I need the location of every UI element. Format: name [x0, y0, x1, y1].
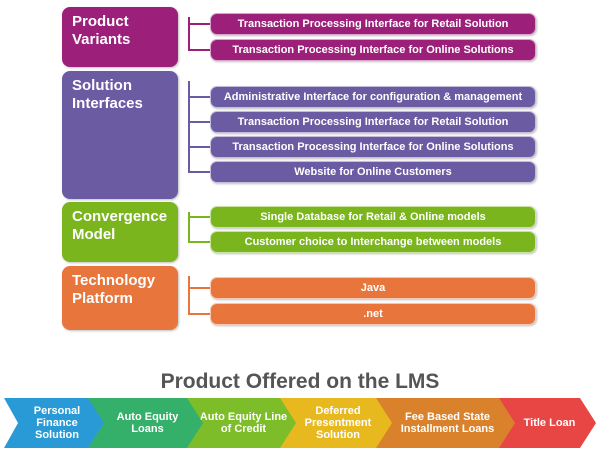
products-title: Product Offered on the LMS — [160, 370, 440, 393]
group-box-1: Solution Interfaces — [62, 71, 178, 199]
product-chevron: Fee Based State Installment Loans — [374, 398, 515, 448]
product-chevron: Deferred Presentment Solution — [278, 398, 392, 448]
product-chevron: Auto Equity Line of Credit — [185, 398, 296, 448]
group-box-2: Convergence Model — [62, 202, 178, 262]
group-item: Java — [210, 277, 536, 299]
group-item: .net — [210, 303, 536, 325]
connector-line — [188, 17, 212, 51]
group-item: Website for Online Customers — [210, 161, 536, 183]
connector-line — [188, 276, 212, 315]
group-item: Customer choice to Interchange between m… — [210, 231, 536, 253]
group-item: Administrative Interface for configurati… — [210, 86, 536, 108]
group-item: Single Database for Retail & Online mode… — [210, 206, 536, 228]
connector-line — [188, 81, 212, 173]
product-chevron: Personal Finance Solution — [4, 398, 104, 448]
group-item: Transaction Processing Interface for Onl… — [210, 39, 536, 61]
product-chevron: Auto Equity Loans — [86, 398, 203, 448]
group-box-0: Product Variants — [62, 7, 178, 67]
group-item: Transaction Processing Interface for Onl… — [210, 136, 536, 158]
group-item: Transaction Processing Interface for Ret… — [210, 111, 536, 133]
group-item: Transaction Processing Interface for Ret… — [210, 13, 536, 35]
connector-line — [188, 212, 212, 243]
group-box-3: Technology Platform — [62, 266, 178, 330]
